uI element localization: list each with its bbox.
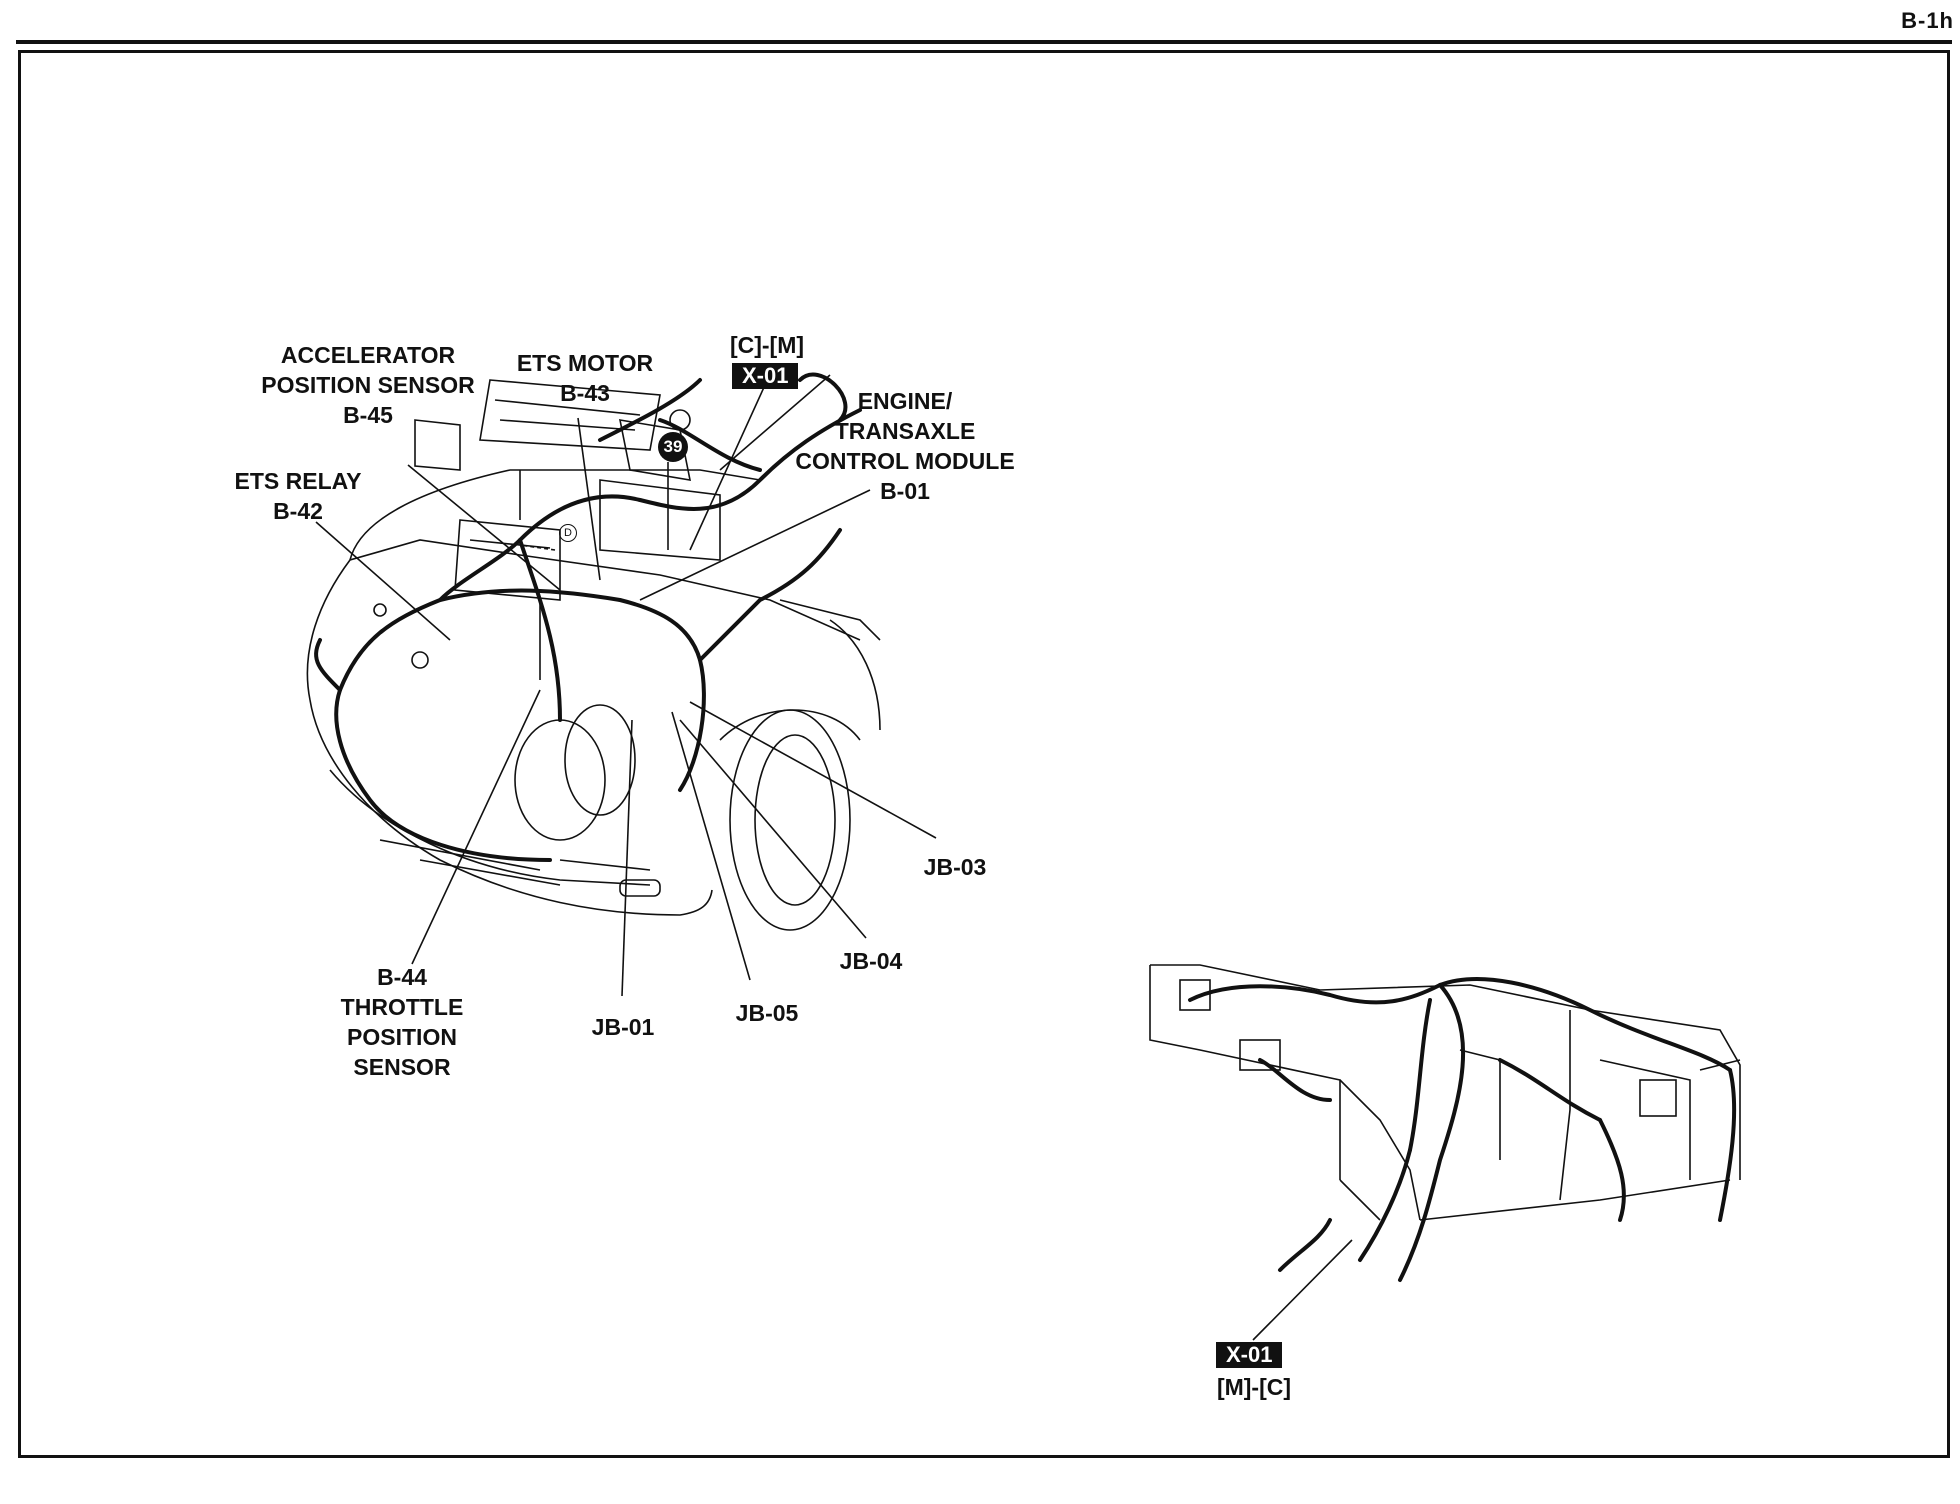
label-ets-motor: ETS MOTOR B-43 [500, 348, 670, 408]
engine-harness [314, 372, 862, 862]
label-ecm-text: ENGINE/ TRANSAXLE CONTROL MODULE B-01 [795, 388, 1015, 504]
ground-badge-39: 39 [658, 432, 688, 462]
label-accelerator-position-sensor: ACCELERATOR POSITION SENSOR B-45 [248, 340, 488, 430]
label-x01-lower-ref: [M]-[C] [1216, 1374, 1292, 1400]
label-ecm: ENGINE/ TRANSAXLE CONTROL MODULE B-01 [780, 386, 1030, 506]
leader-ground-d [519, 544, 556, 551]
connector-tag-x01-upper: X-01 [732, 363, 799, 389]
leader-ets-motor [577, 417, 601, 581]
leader-accelerator [407, 464, 561, 591]
leader-jb03 [689, 701, 937, 839]
leader-x01-upper [689, 384, 766, 551]
dashboard-illustration [1149, 964, 1741, 1221]
label-jb03: JB-03 [923, 854, 987, 880]
leader-jb01 [621, 719, 633, 997]
leader-x01-lower [1252, 1239, 1353, 1341]
leader-jb04 [679, 719, 867, 939]
label-jb04: JB-04 [839, 948, 903, 974]
connector-tag-x01-lower: X-01 [1216, 1342, 1283, 1368]
dashboard-harness [1188, 977, 1737, 1282]
label-accelerator-text: ACCELERATOR POSITION SENSOR B-45 [261, 342, 475, 428]
diagram-frame [18, 50, 1950, 1458]
label-ets-relay: ETS RELAY B-42 [228, 466, 368, 526]
label-jb05: JB-05 [735, 1000, 799, 1026]
label-x01-upper-ref: [C]-[M] [729, 332, 805, 358]
leader-ecm [639, 489, 871, 601]
label-ets-motor-text: ETS MOTOR B-43 [516, 350, 654, 406]
leader-jb05 [671, 711, 751, 981]
car-front-illustration [306, 374, 881, 931]
leader-lines [315, 384, 1353, 1341]
label-ets-relay-text: ETS RELAY B-42 [234, 468, 362, 524]
page-reference: B-1h [1901, 8, 1954, 33]
label-jb01: JB-01 [591, 1014, 655, 1040]
leader-tps [411, 689, 541, 965]
leader-ets-relay [315, 521, 451, 641]
ground-mark-d: D [559, 524, 577, 542]
top-rule [16, 40, 1952, 44]
label-tps-text: B-44 THROTTLE POSITION SENSOR [340, 964, 464, 1080]
label-throttle-position-sensor: B-44 THROTTLE POSITION SENSOR [322, 962, 482, 1082]
